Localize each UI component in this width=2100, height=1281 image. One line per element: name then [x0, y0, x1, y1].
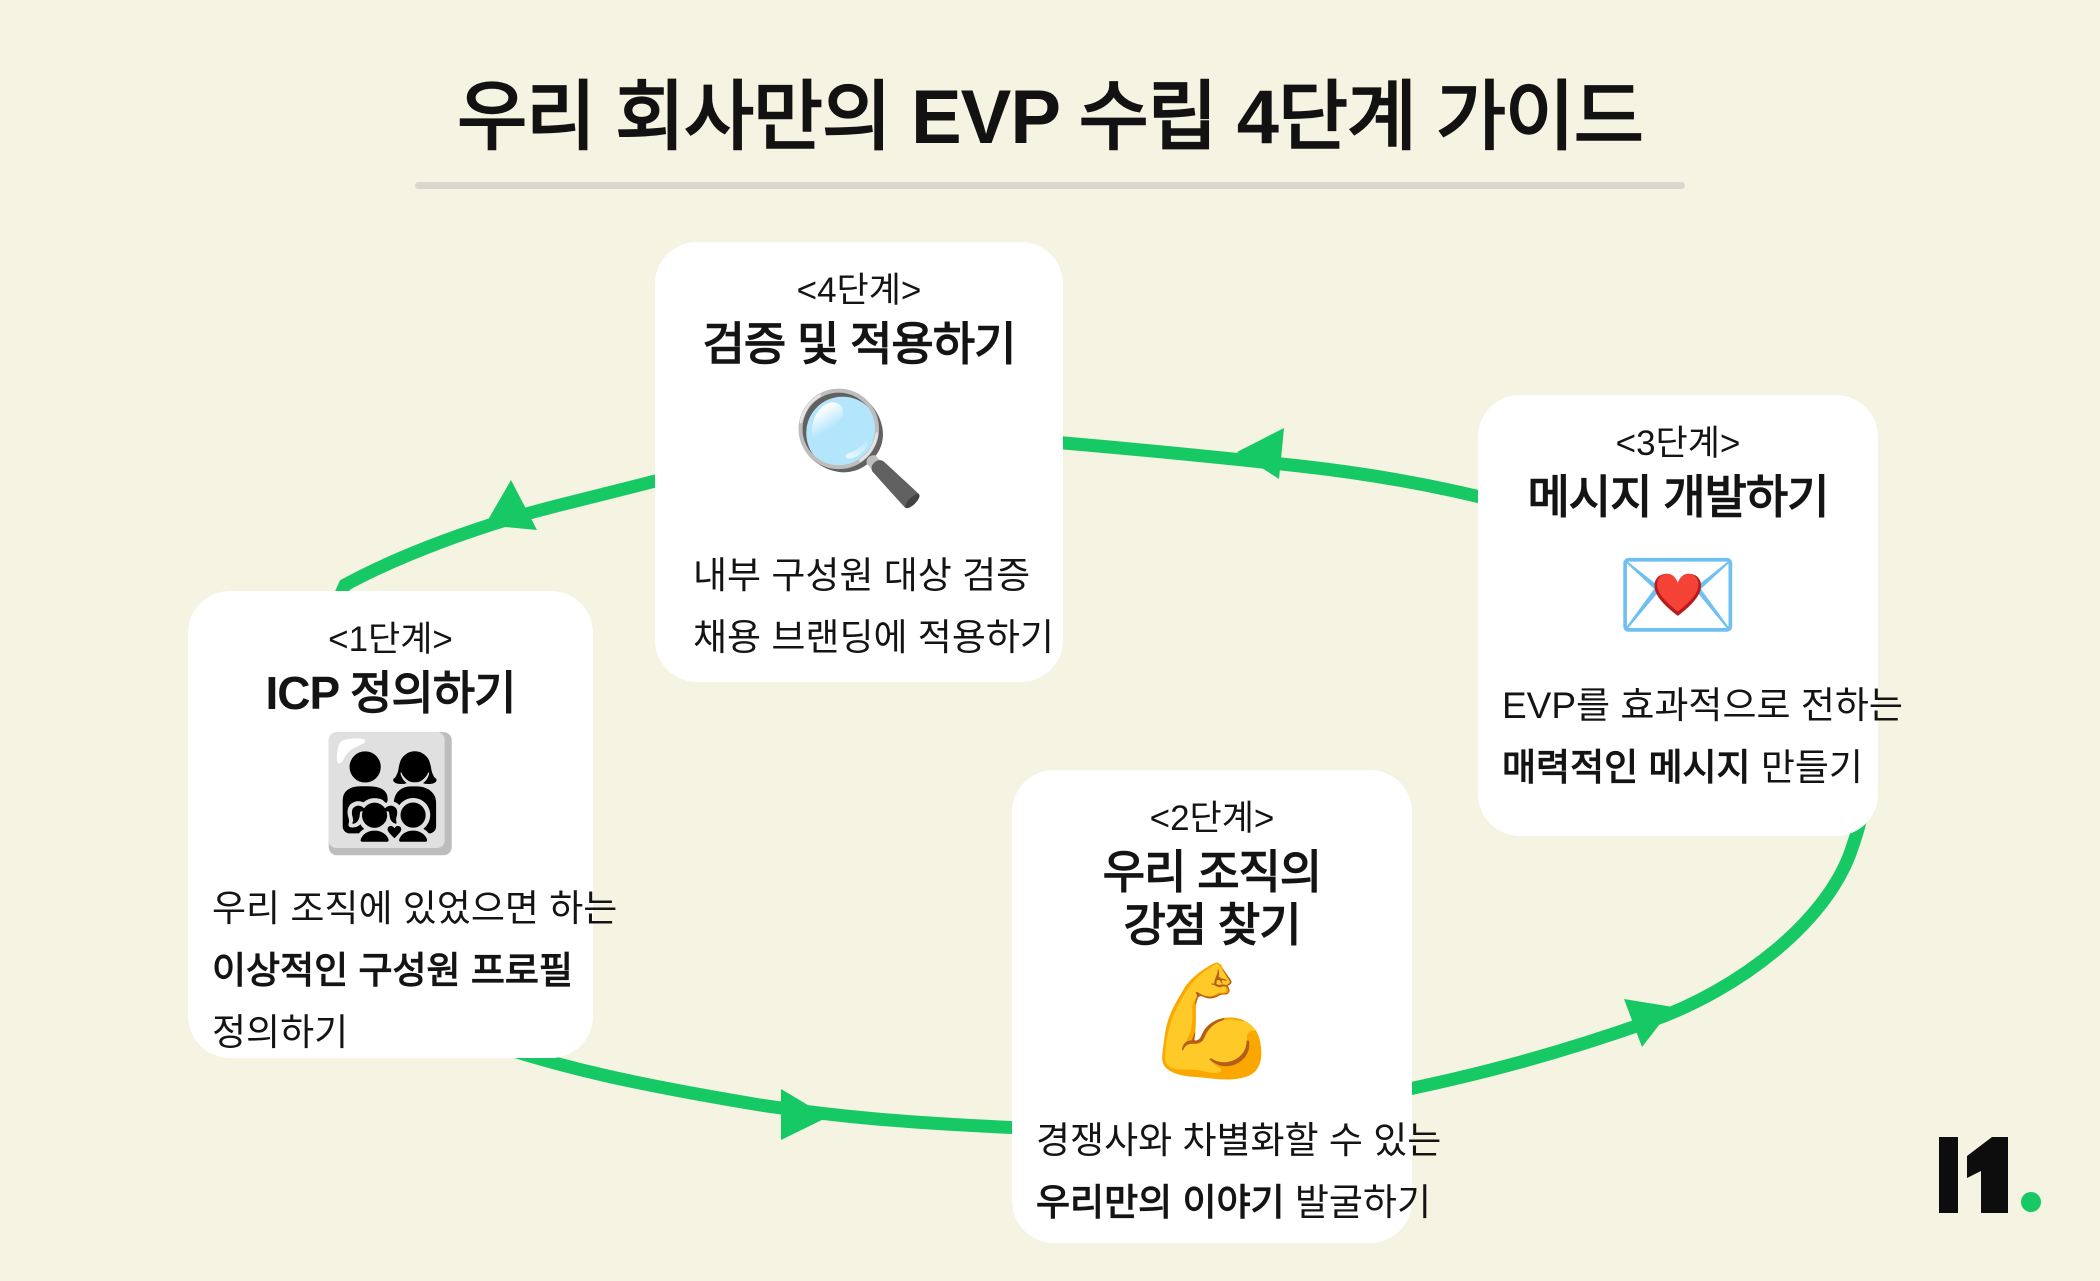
h1-logo: [1939, 1137, 2041, 1213]
flexed-biceps-icon: 💪: [1143, 960, 1281, 1083]
step4-desc-line1: 내부 구성원 대상 검증: [693, 555, 1031, 596]
arrow-step4-to-step1-icon: [485, 480, 537, 530]
arrow-step2-to-step3-icon: [1624, 999, 1673, 1047]
step2-desc-line1: 경쟁사와 차별화할 수 있는: [1036, 1120, 1442, 1161]
step4-description: 내부 구성원 대상 검증 채용 브랜딩에 적용하기: [655, 545, 1063, 669]
step1-label: <1단계>: [328, 620, 453, 659]
step1-title: ICP 정의하기: [265, 667, 517, 719]
step3-label: <3단계>: [1615, 424, 1741, 463]
h1-logo-dot: [2021, 1192, 2041, 1212]
step1-desc-line2: 이상적인 구성원 프로필: [212, 950, 573, 991]
step4-desc-line2: 채용 브랜딩에 적용하기: [693, 617, 1054, 658]
family-icon: 👨‍👩‍👧‍👦: [320, 731, 461, 856]
love-letter-icon: 💌: [1615, 539, 1741, 651]
step2-description: 경쟁사와 차별화할 수 있는 우리만의 이야기 발굴하기: [1012, 1110, 1442, 1234]
step4-label: <4단계>: [796, 271, 922, 310]
title-underline-divider: [415, 182, 1685, 189]
step2-desc-line2: 우리만의 이야기 발굴하기: [1036, 1182, 1432, 1223]
magnifying-glass-icon: 🔍: [790, 387, 928, 510]
step2-label: <2단계>: [1149, 799, 1275, 838]
h1-logo-bar: [1939, 1137, 1958, 1213]
arrow-step3-to-step4-icon: [1237, 428, 1284, 479]
arrow-step1-to-step2-icon: [781, 1089, 828, 1140]
step3-desc-line2: 매력적인 메시지 만들기: [1502, 747, 1863, 788]
page-title: 우리 회사만의 EVP 수립 4단계 가이드: [457, 75, 1644, 160]
step4-title: 검증 및 적용하기: [702, 318, 1017, 370]
step3-description: EVP를 효과적으로 전하는 매력적인 메시지 만들기: [1478, 675, 1903, 799]
step3-card: <3단계> 메시지 개발하기 💌 EVP를 효과적으로 전하는 매력적인 메시지…: [1478, 395, 1903, 836]
h1-logo-one: [1967, 1137, 2008, 1213]
step1-desc-line3: 정의하기: [212, 1012, 349, 1053]
step3-title: 메시지 개발하기: [1527, 471, 1829, 523]
step1-description: 우리 조직에 있었으면 하는 이상적인 구성원 프로필 정의하기: [188, 878, 618, 1064]
step1-card: <1단계> ICP 정의하기 👨‍👩‍👧‍👦 우리 조직에 있었으면 하는 이상…: [188, 591, 617, 1058]
step2-card: <2단계> 우리 조직의 강점 찾기 💪 경쟁사와 차별화할 수 있는 우리만의…: [1012, 770, 1442, 1243]
step2-title: 우리 조직의 강점 찾기: [1102, 846, 1322, 951]
step1-desc-line1: 우리 조직에 있었으면 하는: [212, 888, 618, 929]
step3-desc-line1: EVP를 효과적으로 전하는: [1502, 685, 1903, 726]
step4-card: <4단계> 검증 및 적용하기 🔍 내부 구성원 대상 검증 채용 브랜딩에 적…: [655, 242, 1063, 682]
